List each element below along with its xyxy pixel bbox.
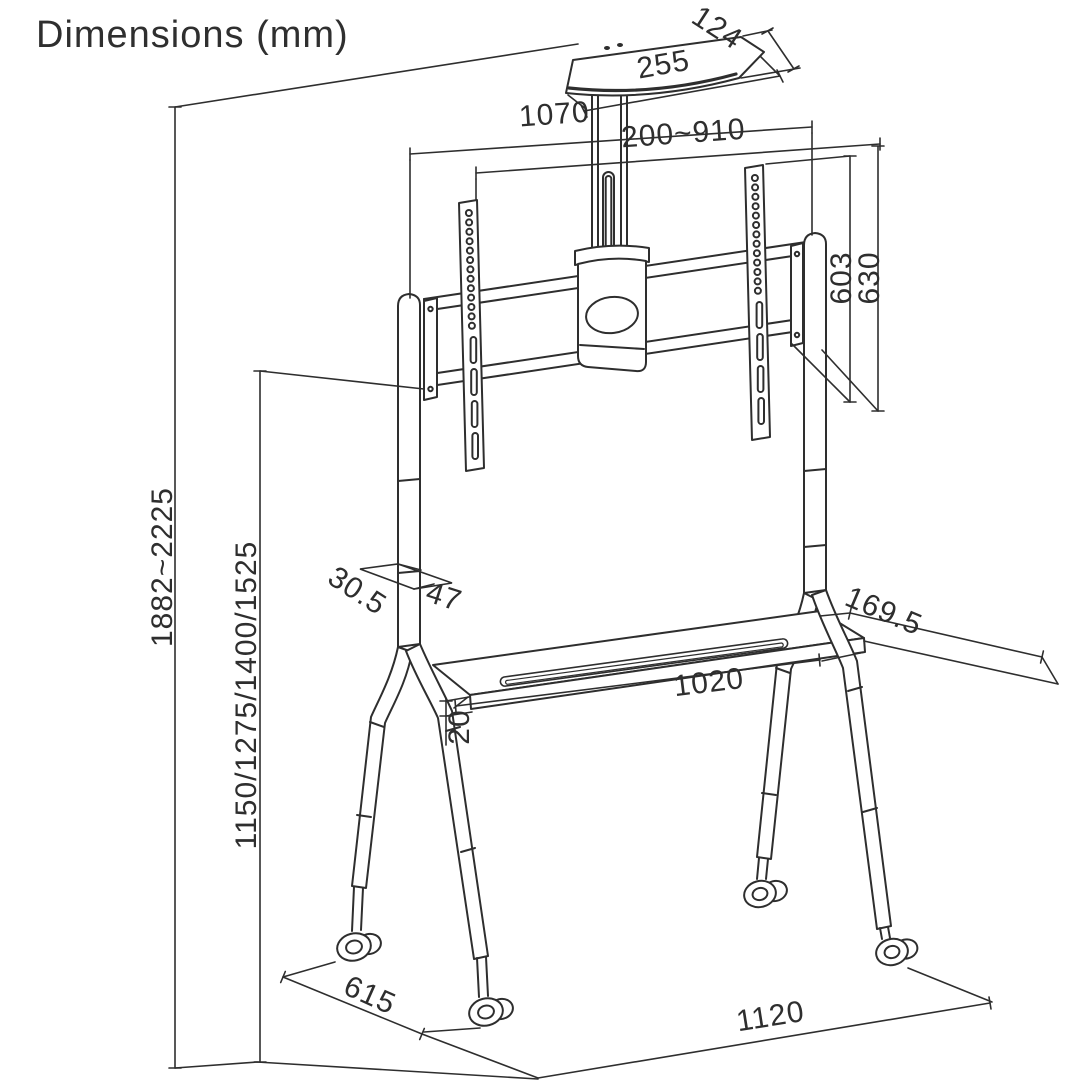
dim-base-width	[537, 967, 993, 1079]
tv-stand-drawing	[336, 36, 919, 1027]
dim-plate-width	[567, 56, 784, 118]
dim-label-630: 630	[853, 251, 886, 304]
shelf	[432, 610, 866, 710]
dim-label-1070: 1070	[518, 96, 591, 134]
dim-shelf-thickness	[439, 696, 473, 746]
right-column	[803, 232, 827, 594]
dimension-lines	[168, 27, 1059, 1080]
dim-label-20: 20	[443, 709, 476, 744]
back-left-leg	[351, 646, 413, 889]
dim-frame-width	[409, 120, 813, 299]
dim-label-1120: 1120	[734, 995, 807, 1038]
dim-label-603: 603	[825, 251, 858, 304]
right-end-plate	[790, 242, 804, 347]
dim-bracket-inner	[765, 155, 857, 403]
dim-column-section	[359, 563, 453, 590]
dim-shelf-depth	[819, 606, 1059, 685]
dim-label-200-910: 200~910	[620, 113, 747, 155]
right-vesa-rail	[744, 164, 771, 441]
dim-plate-depth	[740, 27, 801, 79]
dim-base-depth	[279, 961, 539, 1079]
left-column	[397, 293, 421, 648]
dim-label-1150-1525: 1150/1275/1400/1525	[230, 541, 263, 850]
top-mount-plate	[565, 36, 765, 97]
back-left-caster	[336, 886, 382, 962]
left-vesa-rail	[458, 199, 485, 472]
dim-label-1882-2225: 1882~2225	[146, 487, 179, 647]
dim-mount-heights	[253, 370, 425, 1063]
front-left-leg	[405, 643, 489, 960]
back-right-caster	[743, 857, 788, 909]
front-right-caster	[875, 926, 919, 967]
left-end-plate	[423, 297, 438, 401]
center-bracket	[574, 244, 650, 373]
dim-shelf-length	[453, 651, 866, 713]
front-left-caster	[468, 956, 514, 1027]
dim-bracket-outer	[821, 145, 885, 412]
dim-label-30-5: 30.5	[322, 560, 392, 622]
page-title: Dimensions (mm)	[36, 14, 349, 56]
dim-pole-range	[475, 137, 881, 200]
dim-label-47: 47	[422, 576, 466, 618]
